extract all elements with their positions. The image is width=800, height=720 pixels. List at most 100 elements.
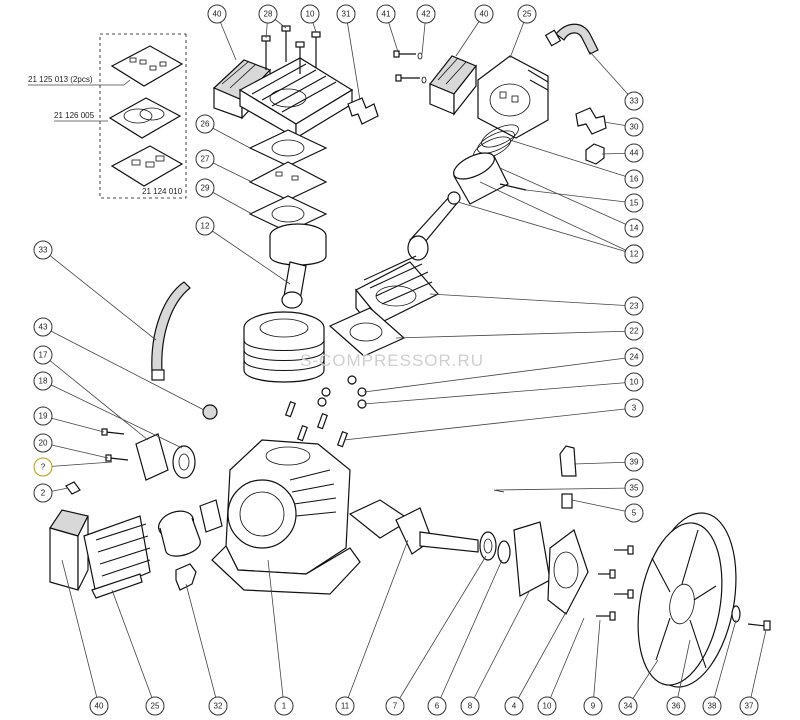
callout-c40c: 40 xyxy=(89,696,109,716)
leader-line xyxy=(675,639,691,707)
callout-circle xyxy=(274,696,294,716)
leader-line xyxy=(748,629,767,707)
callout-number: ? xyxy=(41,463,46,472)
watermark: S-COMPRESSOR.RU xyxy=(300,351,484,370)
callout-number: 20 xyxy=(39,439,48,448)
callout-c41: 41 xyxy=(376,4,396,24)
callout-circle xyxy=(474,4,494,24)
lower-cylinder-head xyxy=(83,515,151,599)
callout-number: 22 xyxy=(630,327,639,336)
callout-c30: 30 xyxy=(624,117,644,137)
callout-circle xyxy=(33,371,53,391)
small-nuts-right xyxy=(317,375,367,409)
callout-c32: 32 xyxy=(208,696,228,716)
lower-piston xyxy=(157,510,201,557)
crankshaft xyxy=(348,499,479,555)
leader-line xyxy=(469,589,531,707)
callout-circle xyxy=(702,696,722,716)
callout-c19: 19 xyxy=(33,406,53,426)
leader-line xyxy=(592,619,601,707)
callout-number: 19 xyxy=(39,412,48,421)
callout-circle xyxy=(427,696,447,716)
callout-number: 10 xyxy=(543,702,552,711)
leader-line xyxy=(185,583,219,707)
callout-c11: 11 xyxy=(335,696,355,716)
callout-number: 7 xyxy=(393,702,398,711)
leader-line xyxy=(457,201,635,255)
leader-line xyxy=(344,539,409,707)
callout-number: 8 xyxy=(468,702,473,711)
callout-c14: 14 xyxy=(624,218,644,238)
callout-circle xyxy=(89,696,109,716)
leader-line xyxy=(363,381,635,405)
callout-circle xyxy=(33,240,53,260)
pulley-bolt xyxy=(747,620,771,631)
callout-number: 26 xyxy=(201,120,210,129)
callout-circle xyxy=(517,4,537,24)
leader-line xyxy=(42,354,149,441)
callout-number: 39 xyxy=(630,458,639,467)
callout-circle xyxy=(33,433,53,453)
crankcase xyxy=(211,439,361,595)
callout-c43: 43 xyxy=(33,317,53,337)
callout-number: 2 xyxy=(41,489,46,498)
callout-circle xyxy=(666,696,686,716)
callout-c40b: 40 xyxy=(474,4,494,24)
left-piston-assembly xyxy=(269,223,327,309)
callout-circle xyxy=(624,218,644,238)
leader-line xyxy=(42,326,205,411)
callout-number: 5 xyxy=(632,509,637,518)
callout-number: 11 xyxy=(341,702,350,711)
callout-number: 9 xyxy=(591,702,596,711)
leader-line xyxy=(429,293,635,307)
leader-line xyxy=(436,559,503,707)
leader-line xyxy=(573,461,635,465)
leader-line xyxy=(394,555,487,707)
leader-line xyxy=(479,181,635,255)
front-cover-bolts xyxy=(596,545,634,621)
callout-c9: 9 xyxy=(583,696,603,716)
kit-code-valve-plate: 21 125 013 (2pcs) xyxy=(28,75,93,84)
callout-c17: 17 xyxy=(33,345,53,365)
callout-number: 36 xyxy=(672,702,681,711)
callout-c34: 34 xyxy=(618,696,638,716)
right-fitting xyxy=(575,107,607,135)
callout-c35: 35 xyxy=(624,478,644,498)
callout-circle xyxy=(145,696,165,716)
air-filter-right xyxy=(429,55,477,116)
leader-line xyxy=(343,407,635,441)
studs xyxy=(284,400,348,448)
callout-number: 23 xyxy=(630,302,639,311)
callout-circle xyxy=(537,696,557,716)
callout-number: 33 xyxy=(630,97,639,106)
callout-circle xyxy=(624,347,644,367)
callout-c28: 28 xyxy=(258,4,278,24)
leader-line xyxy=(42,249,157,341)
callout-number: 37 xyxy=(745,702,754,711)
callout-number: 33 xyxy=(39,246,48,255)
callout-c3: 3 xyxy=(624,398,644,418)
breather xyxy=(493,445,577,509)
callout-number: 31 xyxy=(342,10,351,19)
callout-circle xyxy=(624,478,644,498)
callout-number: 28 xyxy=(264,10,273,19)
valve-plate-gasket-bottom xyxy=(110,145,184,187)
callout-circle xyxy=(624,169,644,189)
callout-circle xyxy=(258,4,278,24)
cover-bolts xyxy=(101,428,129,462)
callout-circle xyxy=(195,149,215,169)
oil-seal xyxy=(497,540,511,564)
kit-code-gasket: 21 126 005 xyxy=(54,111,95,120)
callout-c26: 26 xyxy=(195,114,215,134)
filter-bolts xyxy=(393,50,427,84)
rear-bearing-cover xyxy=(135,433,196,481)
callout-c29: 29 xyxy=(195,178,215,198)
left-head-gaskets xyxy=(248,129,328,233)
callout-c22: 22 xyxy=(624,321,644,341)
callout-circle xyxy=(195,216,215,236)
front-cover-gasket xyxy=(513,521,551,597)
callout-c7: 7 xyxy=(385,696,405,716)
callout-c8: 8 xyxy=(460,696,480,716)
callout-c27: 27 xyxy=(195,149,215,169)
